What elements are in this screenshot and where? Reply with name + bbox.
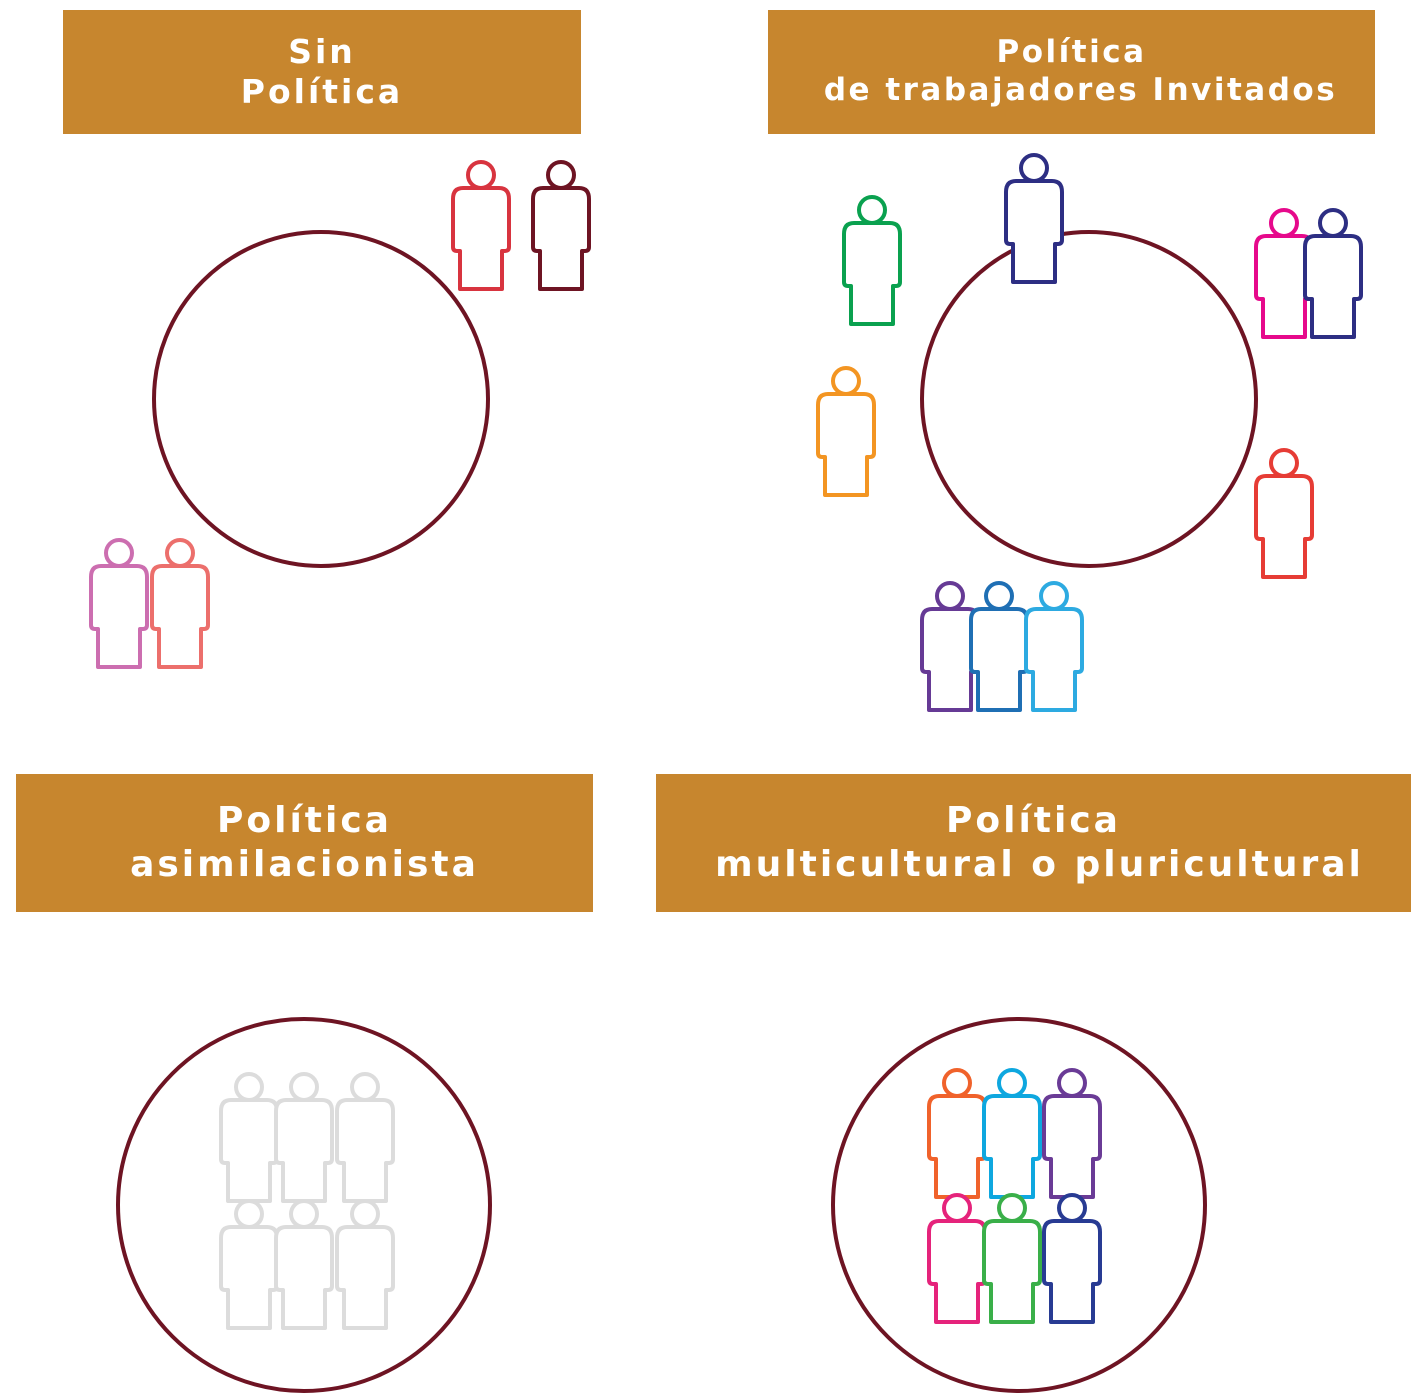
banner-sin-politica: Sin Política <box>63 10 581 134</box>
person-icon <box>1303 208 1363 339</box>
person-icon <box>1042 1068 1102 1199</box>
person-icon <box>335 1199 395 1330</box>
person-icon <box>982 1193 1042 1324</box>
person-icon <box>219 1072 279 1203</box>
person-icon <box>1042 1193 1102 1324</box>
society-circle-multicultural <box>831 1017 1207 1393</box>
banner-line-2: asimilacionista <box>130 844 479 885</box>
person-icon <box>1004 153 1064 284</box>
society-circle-asimilacionista <box>116 1017 492 1393</box>
person-icon <box>927 1068 987 1199</box>
banner-line-1: Política <box>946 800 1121 842</box>
banner-asimilacionista: Política asimilacionista <box>16 774 593 912</box>
person-icon <box>982 1068 1042 1199</box>
society-circle-trabajadores-invitados <box>920 230 1258 568</box>
banner-trabajadores-invitados: Política de trabajadores Invitados <box>768 10 1375 134</box>
person-icon <box>927 1193 987 1324</box>
person-icon <box>969 581 1029 712</box>
banner-line-2: Política <box>240 72 404 111</box>
person-icon <box>219 1199 279 1330</box>
banner-line-2: de trabajadores Invitados <box>823 72 1338 108</box>
banner-line-1: Política <box>217 800 392 842</box>
society-circle-sin-politica <box>152 230 490 568</box>
person-icon <box>1254 448 1314 579</box>
person-icon <box>89 538 149 669</box>
person-icon <box>150 538 210 669</box>
person-icon <box>816 366 876 497</box>
banner-line-1: Sin <box>288 31 356 71</box>
person-icon <box>451 160 511 291</box>
person-icon <box>842 195 902 326</box>
person-icon <box>531 160 591 291</box>
assimilated-group <box>219 1072 395 1330</box>
person-icon <box>1024 581 1084 712</box>
banner-line-2: multicultural o pluricultural <box>715 844 1364 885</box>
person-icon <box>274 1072 334 1203</box>
banner-multicultural: Política multicultural o pluricultural <box>656 774 1411 912</box>
person-icon <box>335 1072 395 1203</box>
banner-line-1: Política <box>996 34 1147 71</box>
person-icon <box>274 1199 334 1330</box>
